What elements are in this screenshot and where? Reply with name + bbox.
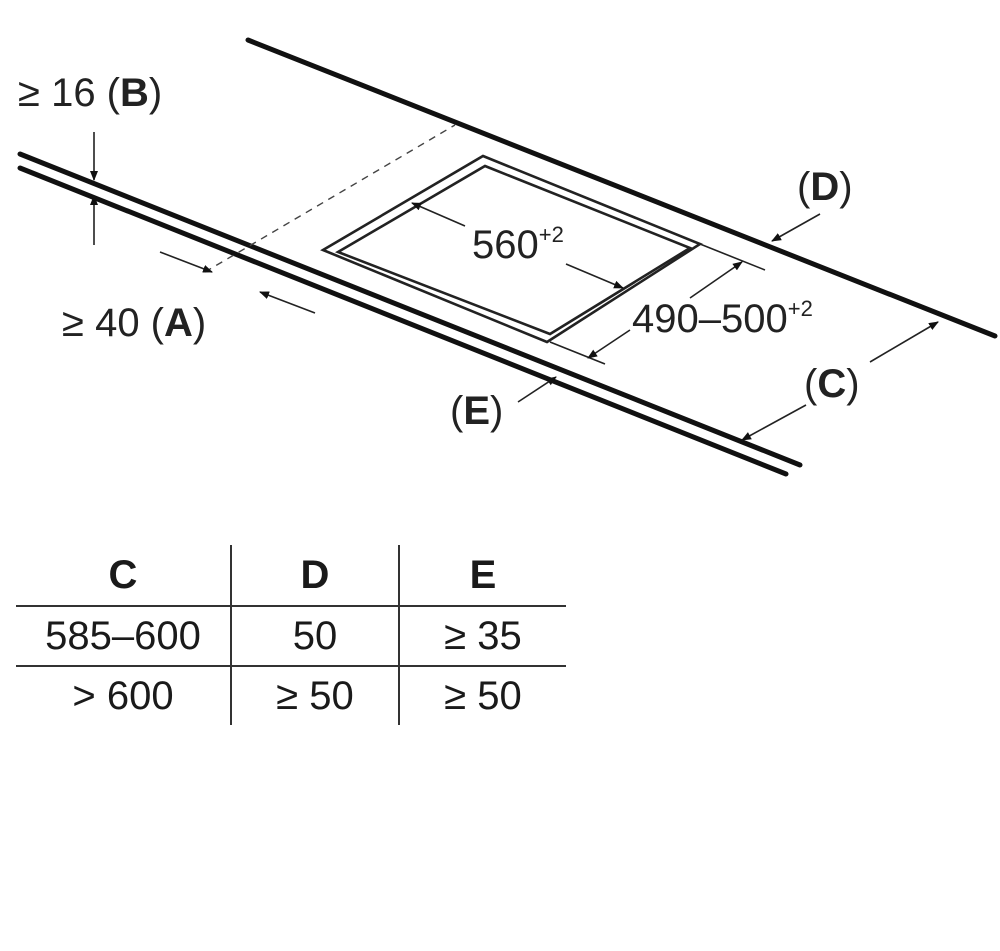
dimension-table: C D E 585–600 50 ≥ 35 > 600 ≥ 50 ≥ 50 xyxy=(16,545,566,725)
table-cell: 50 xyxy=(230,605,399,666)
dimension-length-label: 560+2 xyxy=(472,222,564,267)
label-a: ≥ 40 (A) xyxy=(62,301,206,345)
table-row: > 600 ≥ 50 ≥ 50 xyxy=(16,665,566,725)
cutout-diagram: ≥ 16 (B) ≥ 40 (A) (D) (C) (E) 560+2 490–… xyxy=(17,37,998,477)
table-header-e: E xyxy=(398,545,566,606)
dim-e-arrow xyxy=(517,376,557,403)
dashed-guide-line xyxy=(204,124,456,273)
label-e: (E) xyxy=(450,389,503,433)
dim-a-arrow-left xyxy=(159,251,213,273)
dim-560-arrow-left xyxy=(411,202,466,227)
table-cell: ≥ 50 xyxy=(230,665,399,725)
cutout-inner xyxy=(335,164,693,336)
label-c: (C) xyxy=(804,362,860,406)
dimension-depth-label: 490–500+2 xyxy=(632,296,813,341)
dim-560-arrow-right xyxy=(565,263,624,289)
label-d: (D) xyxy=(797,165,853,209)
table-header-row: C D E xyxy=(16,545,566,606)
worktop-front-edge-top xyxy=(17,151,803,468)
dim-c-arrow-bottom xyxy=(741,404,807,441)
table-row: 585–600 50 ≥ 35 xyxy=(16,605,566,666)
table-cell: 585–600 xyxy=(16,605,231,666)
label-b: ≥ 16 (B) xyxy=(18,71,162,115)
dim-depth-ext-bottom xyxy=(549,341,606,365)
table-header-c: C xyxy=(108,552,138,597)
dim-depth-arrow-top xyxy=(689,261,743,299)
dim-depth-arrow-bottom xyxy=(587,329,631,359)
back-wall-line xyxy=(245,37,998,339)
dim-d-arrow xyxy=(771,213,821,242)
table-header-d: D xyxy=(230,545,399,606)
table-cell: ≥ 50 xyxy=(398,665,566,725)
dim-c-arrow-top xyxy=(869,321,939,363)
dim-depth-ext-top xyxy=(699,243,766,271)
dim-a-arrow-right xyxy=(259,291,316,314)
worktop-front-edge-bottom xyxy=(17,165,789,477)
table-cell: > 600 xyxy=(16,665,231,725)
table-cell: ≥ 35 xyxy=(398,605,566,666)
